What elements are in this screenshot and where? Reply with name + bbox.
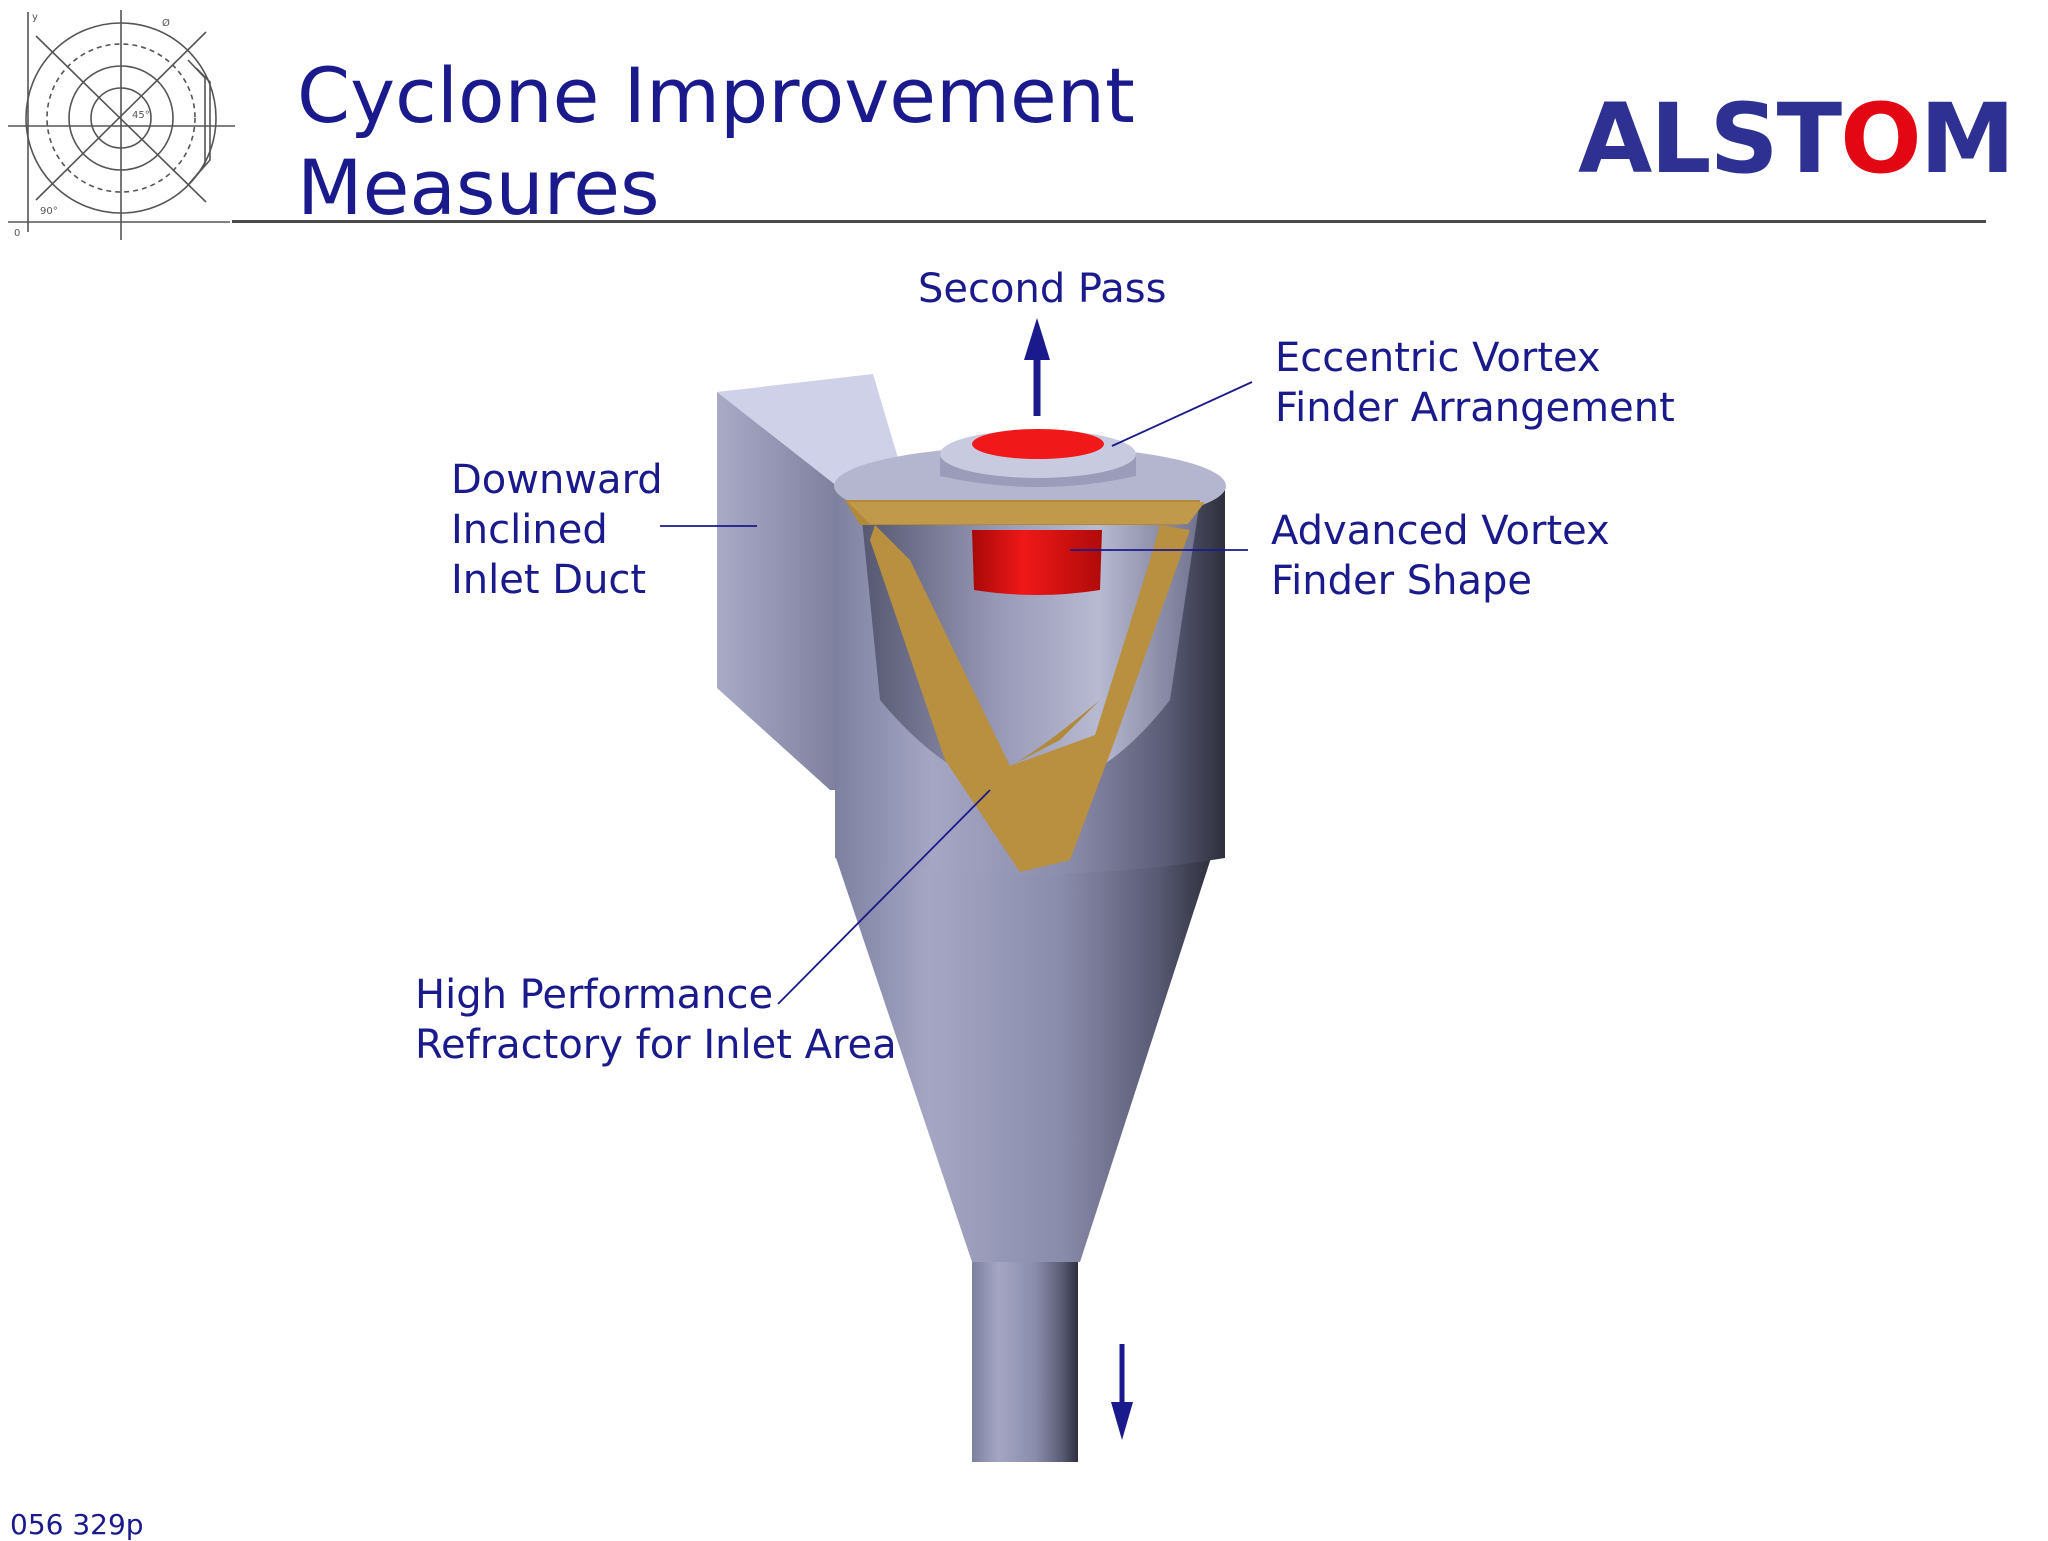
inlet-duct-top (717, 374, 898, 490)
logo-prefix: ALST (1578, 83, 1842, 195)
header-rule (232, 220, 1986, 223)
refractory-lower (870, 525, 1190, 872)
title-line-1: Cyclone Improvement (297, 51, 1135, 140)
svg-text:Ø: Ø (162, 17, 170, 29)
svg-text:0: 0 (14, 228, 20, 239)
logo-suffix: M (1919, 83, 2016, 195)
label-refractory: High Performance Refractory for Inlet Ar… (415, 972, 897, 1068)
alstom-logo: ALSTOM (1578, 83, 2016, 195)
outlet-arrow (1111, 1344, 1133, 1440)
second-pass-arrow (1024, 318, 1050, 416)
cyclone-cone (835, 855, 1212, 1262)
inlet-duct-side (717, 392, 842, 790)
dip-leg (972, 1240, 1078, 1462)
label-inlet-duct: Downward Inclined Inlet Duct (451, 457, 663, 603)
vortex-finder-inner (972, 530, 1102, 595)
label-advanced-vortex: Advanced Vortex Finder Shape (1271, 508, 1610, 604)
logo-o: O (1840, 83, 1922, 195)
svg-text:90°: 90° (40, 206, 58, 217)
cyclone-diagram (717, 374, 1226, 1462)
vortex-finder-opening (972, 429, 1104, 459)
slide-code: 056 329p (10, 1508, 144, 1541)
svg-text:y: y (32, 12, 38, 23)
refractory-top (848, 502, 1205, 524)
page-title: Cyclone Improvement Measures (297, 50, 1135, 234)
refractory-leader (777, 789, 991, 1005)
technical-drawing-icon: Ø y 0 90° 45° (8, 10, 235, 240)
title-line-2: Measures (297, 143, 660, 232)
eccentric-leader (1111, 381, 1253, 447)
svg-text:45°: 45° (132, 110, 150, 121)
label-second-pass: Second Pass (918, 266, 1167, 312)
label-eccentric-vortex: Eccentric Vortex Finder Arrangement (1275, 335, 1675, 431)
